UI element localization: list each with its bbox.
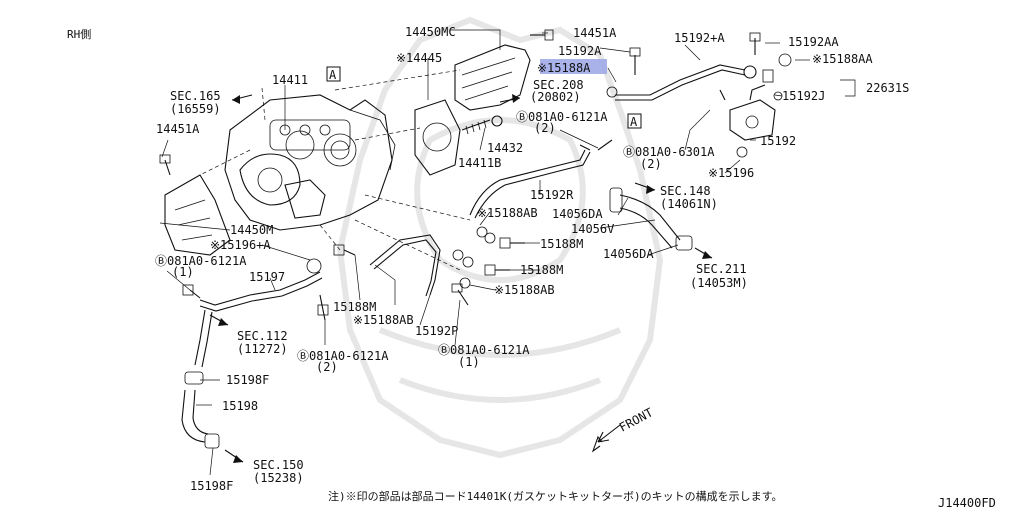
sec-211-ref: (14053M) bbox=[690, 276, 748, 290]
qty-6121A-top: (2) bbox=[534, 121, 556, 135]
callout-15188M-b[interactable]: 15188M bbox=[520, 263, 563, 277]
front-label: FRONT bbox=[617, 405, 655, 434]
callout-14411[interactable]: 14411 bbox=[272, 73, 308, 87]
callout-15188M-c[interactable]: 15188M bbox=[333, 300, 376, 314]
sec-150-label[interactable]: SEC.150 bbox=[253, 458, 304, 472]
callout-15197[interactable]: 15197 bbox=[249, 270, 285, 284]
callout-15198[interactable]: 15198 bbox=[222, 399, 258, 413]
ref-A-left-text: A bbox=[329, 68, 337, 82]
hose-14056V[interactable] bbox=[609, 187, 693, 251]
callout-15188AB-b[interactable]: ※15188AB bbox=[494, 283, 555, 297]
callout-14451A-top[interactable]: 14451A bbox=[573, 26, 617, 40]
sec-112-ref: (11272) bbox=[237, 342, 288, 356]
callout-14056DA-a[interactable]: 14056DA bbox=[552, 207, 603, 221]
footer-note: 注)※印の部品は部品コード14401K(ガスケットキットターボ)のキットの構成を… bbox=[328, 489, 783, 503]
selected-callout-highlight bbox=[540, 59, 607, 74]
pipe-15192-assembly[interactable] bbox=[615, 64, 776, 141]
side-label: RH側 bbox=[67, 28, 91, 41]
sec-208-label[interactable]: SEC.208 bbox=[533, 78, 584, 92]
front-direction-arrow bbox=[591, 424, 621, 453]
callout-15192[interactable]: 15192 bbox=[760, 134, 796, 148]
callout-14451A-left[interactable]: 14451A bbox=[156, 122, 200, 136]
qty-6121A-mid: (2) bbox=[316, 360, 338, 374]
sec-165-label[interactable]: SEC.165 bbox=[170, 89, 221, 103]
callout-15188AB-c[interactable]: ※15188AB bbox=[353, 313, 414, 327]
ref-box-A-right: A bbox=[627, 113, 642, 129]
callout-14056V[interactable]: 14056V bbox=[571, 222, 614, 236]
sec-150-ref: (15238) bbox=[253, 471, 304, 485]
callout-15188AA[interactable]: ※15188AA bbox=[812, 52, 873, 66]
callout-081A0-6121A-top[interactable]: Ⓑ081A0-6121A bbox=[516, 110, 608, 124]
callout-081A0-6121A-right[interactable]: Ⓑ081A0-6121A bbox=[438, 343, 530, 357]
callout-15188A[interactable]: ※15188A bbox=[537, 61, 591, 75]
callout-22631S[interactable]: 22631S bbox=[866, 81, 909, 95]
diagram-code: J14400FD bbox=[938, 496, 996, 510]
callout-15192-plus-A[interactable]: 15192+A bbox=[674, 31, 725, 45]
callout-14432[interactable]: 14432 bbox=[487, 141, 523, 155]
pipe-15197[interactable] bbox=[194, 271, 323, 368]
callout-15192J[interactable]: 15192J bbox=[782, 89, 825, 103]
callout-081A0-6121A-left[interactable]: Ⓑ081A0-6121A bbox=[155, 254, 247, 268]
callout-15192AA[interactable]: 15192AA bbox=[788, 35, 839, 49]
sec-165-ref: (16559) bbox=[170, 102, 221, 116]
callout-15192P[interactable]: 15192P bbox=[415, 324, 458, 338]
sec-112-label[interactable]: SEC.112 bbox=[237, 329, 288, 343]
pipe-15192R[interactable] bbox=[469, 144, 591, 219]
heat-shield-lower[interactable] bbox=[164, 174, 231, 256]
callout-15198F-a[interactable]: 15198F bbox=[226, 373, 269, 387]
section-arrows bbox=[209, 94, 713, 463]
sec-208-ref: (20802) bbox=[530, 90, 581, 104]
sec-211-label[interactable]: SEC.211 bbox=[696, 262, 747, 276]
callout-15192R[interactable]: 15192R bbox=[530, 188, 574, 202]
ref-A-right-text: A bbox=[630, 115, 638, 129]
pipe-15192P[interactable] bbox=[369, 234, 441, 297]
callout-15188AB-a[interactable]: ※15188AB bbox=[477, 206, 538, 220]
callout-14411B[interactable]: 14411B bbox=[458, 156, 501, 170]
callout-15188M-a[interactable]: 15188M bbox=[540, 237, 583, 251]
sec-148-label[interactable]: SEC.148 bbox=[660, 184, 711, 198]
heat-shield-upper[interactable] bbox=[454, 44, 531, 111]
qty-6121A-right: (1) bbox=[458, 355, 480, 369]
callout-14450MC[interactable]: 14450MC bbox=[405, 25, 456, 39]
callout-14056DA-b[interactable]: 14056DA bbox=[603, 247, 654, 261]
stud-bolt[interactable] bbox=[461, 115, 503, 135]
qty-6121A-left: (1) bbox=[172, 265, 194, 279]
callout-15198F-b[interactable]: 15198F bbox=[190, 479, 233, 493]
sec-148-ref: (14061N) bbox=[660, 197, 718, 211]
turbocharger-assembly[interactable] bbox=[224, 94, 396, 231]
hose-15198[interactable] bbox=[181, 371, 220, 449]
callout-15192A[interactable]: 15192A bbox=[558, 44, 602, 58]
fasteners bbox=[159, 29, 792, 321]
qty-6301A: (2) bbox=[640, 157, 662, 171]
callout-14445[interactable]: ※14445 bbox=[396, 51, 442, 65]
watermark-crest bbox=[336, 16, 664, 459]
callout-labels: RH側 14411 14450MC 14451A ※14445 15192A ※… bbox=[67, 25, 996, 510]
callout-15196-plus-A[interactable]: ※15196+A bbox=[210, 238, 271, 252]
callout-15196[interactable]: ※15196 bbox=[708, 166, 754, 180]
callout-14450M[interactable]: 14450M bbox=[230, 223, 273, 237]
callout-081A0-6121A-mid[interactable]: Ⓑ081A0-6121A bbox=[297, 349, 389, 363]
callout-081A0-6301A[interactable]: Ⓑ081A0-6301A bbox=[623, 145, 715, 159]
leader-lines bbox=[159, 29, 856, 476]
ref-box-A-left: A bbox=[326, 66, 341, 82]
gasket-flange[interactable] bbox=[414, 99, 461, 176]
